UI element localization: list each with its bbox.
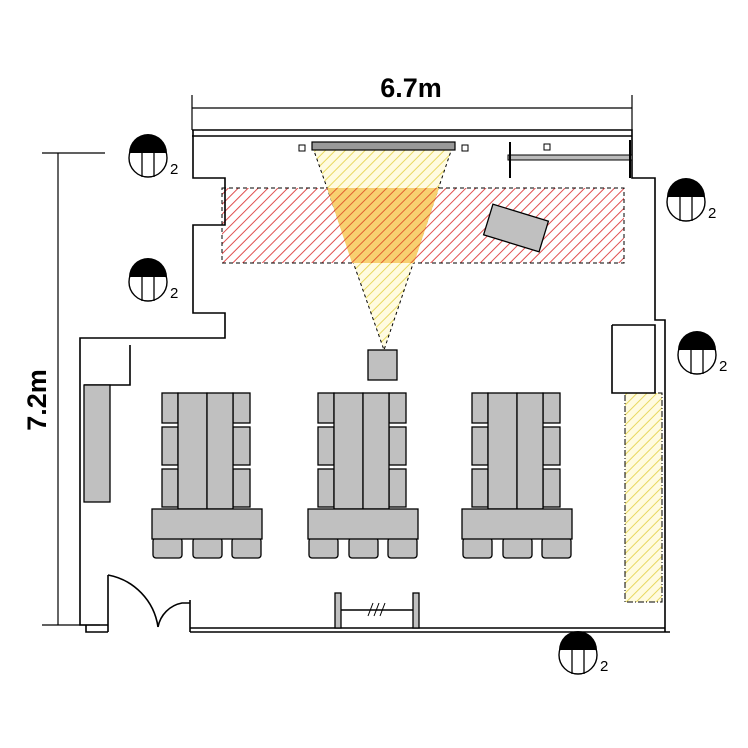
table: [362, 392, 390, 510]
chair: [317, 468, 335, 508]
table: [177, 392, 208, 510]
walls: [79, 129, 670, 633]
height-dimension: 7.2m: [22, 152, 105, 626]
chair: [542, 426, 561, 466]
chair: [161, 426, 179, 466]
projector-screen: [311, 141, 456, 151]
outlet-icon: 2: [666, 178, 716, 222]
table-group: [151, 392, 263, 559]
chair: [161, 468, 179, 508]
chair: [317, 426, 335, 466]
whiteboard: [334, 592, 420, 629]
outlet-count: 2: [170, 285, 178, 302]
projection-overlap: [327, 188, 439, 263]
table: [307, 508, 419, 540]
table-group: [307, 392, 419, 559]
outlet-count: 2: [708, 205, 716, 222]
outlet-count: 2: [600, 658, 608, 675]
lectern: [482, 203, 550, 253]
chair: [232, 468, 251, 508]
chair: [471, 468, 489, 508]
chair: [541, 537, 572, 559]
table-group: [461, 392, 573, 559]
table: [333, 392, 364, 510]
chair: [502, 537, 533, 559]
table: [206, 392, 234, 510]
chair: [152, 537, 183, 559]
chair: [542, 468, 561, 508]
width-label: 6.7m: [380, 73, 442, 103]
chair: [232, 392, 251, 424]
projector: [367, 349, 398, 381]
side-zone: [624, 392, 663, 603]
table: [461, 508, 573, 540]
outlet-icon: 2: [128, 258, 178, 302]
cabinet: [83, 384, 111, 503]
chair: [388, 468, 407, 508]
height-label: 7.2m: [22, 369, 52, 431]
table: [151, 508, 263, 540]
outlet-icon: 2: [677, 331, 727, 375]
chair: [348, 537, 379, 559]
table: [487, 392, 518, 510]
outlet-icon: 2: [128, 134, 178, 178]
chair: [471, 392, 489, 424]
chair: [388, 392, 407, 424]
outlet-count: 2: [719, 358, 727, 375]
chair: [192, 537, 223, 559]
chair: [317, 392, 335, 424]
outlet-icon: 2: [558, 631, 608, 675]
outlet-count: 2: [170, 161, 178, 178]
chair: [231, 537, 262, 559]
table: [516, 392, 544, 510]
chair: [387, 537, 418, 559]
chair: [542, 392, 561, 424]
chair: [161, 392, 179, 424]
chair: [462, 537, 493, 559]
chair: [308, 537, 339, 559]
chair: [232, 426, 251, 466]
width-dimension: 6.7m: [191, 73, 633, 130]
chair: [471, 426, 489, 466]
chair: [388, 426, 407, 466]
